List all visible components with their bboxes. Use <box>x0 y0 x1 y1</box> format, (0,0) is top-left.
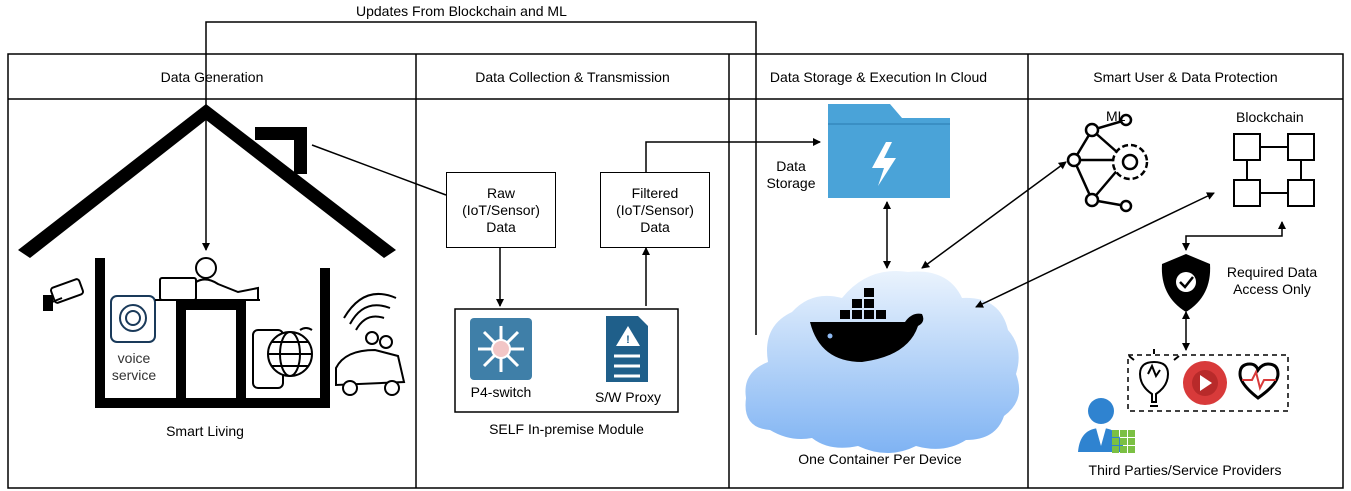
data-storage-label: Data Storage <box>766 158 816 191</box>
cctv-icon <box>43 278 84 311</box>
proxy-icon: ! <box>606 316 648 382</box>
blockchain-icon <box>1233 133 1315 207</box>
cloud-blockchain-arrow <box>975 192 1215 308</box>
play-icon <box>1183 361 1227 405</box>
p4-switch-label: P4-switch <box>470 384 532 400</box>
house-to-raw-line <box>311 144 447 196</box>
updates-label: Updates From Blockchain and ML <box>356 3 567 19</box>
column-title-generation: Data Generation <box>160 69 264 85</box>
person-icon <box>1078 398 1135 453</box>
raw-data-text: Raw (IoT/Sensor) Data <box>462 184 540 235</box>
svg-text:!: ! <box>626 334 630 346</box>
phone-globe-icon <box>252 327 313 389</box>
smart-living-label: Smart Living <box>166 423 244 439</box>
feedback-line <box>202 21 757 335</box>
shield-icon <box>1161 254 1211 312</box>
car-icon <box>335 293 406 396</box>
house-icon <box>18 104 396 408</box>
self-module-label: SELF In-premise Module <box>489 421 644 437</box>
container-caption: One Container Per Device <box>798 451 962 467</box>
column-title-protection: Smart User & Data Protection <box>1093 69 1278 85</box>
blockchain-shield-connector <box>1182 221 1286 351</box>
blockchain-label: Blockchain <box>1236 109 1304 125</box>
filtered-to-storage-arrow <box>645 138 821 172</box>
sw-proxy-label: S/W Proxy <box>594 389 662 405</box>
laptop-user-icon <box>155 257 260 301</box>
cloud-shape <box>745 271 1020 453</box>
heart-icon <box>1238 362 1280 400</box>
bulb-icon <box>1128 349 1180 407</box>
ml-label: ML <box>1106 108 1126 124</box>
third-parties-label: Third Parties/Service Providers <box>1088 462 1282 478</box>
raw-data-box: Raw (IoT/Sensor) Data <box>446 172 556 248</box>
filtered-data-text: Filtered (IoT/Sensor) Data <box>616 184 694 235</box>
frame <box>7 53 1344 489</box>
voice-service-label: voice service <box>111 350 157 383</box>
ml-icon <box>1066 113 1149 213</box>
docker-icon <box>810 288 924 362</box>
filtered-data-box: Filtered (IoT/Sensor) Data <box>600 172 710 248</box>
switch-icon <box>470 318 532 380</box>
column-title-storage: Data Storage & Execution In Cloud <box>769 69 988 85</box>
required-access-label: Required Data Access Only <box>1226 264 1318 297</box>
folder-icon <box>828 104 950 198</box>
smart-speaker-icon <box>110 295 156 343</box>
column-title-collection: Data Collection & Transmission <box>475 69 670 85</box>
